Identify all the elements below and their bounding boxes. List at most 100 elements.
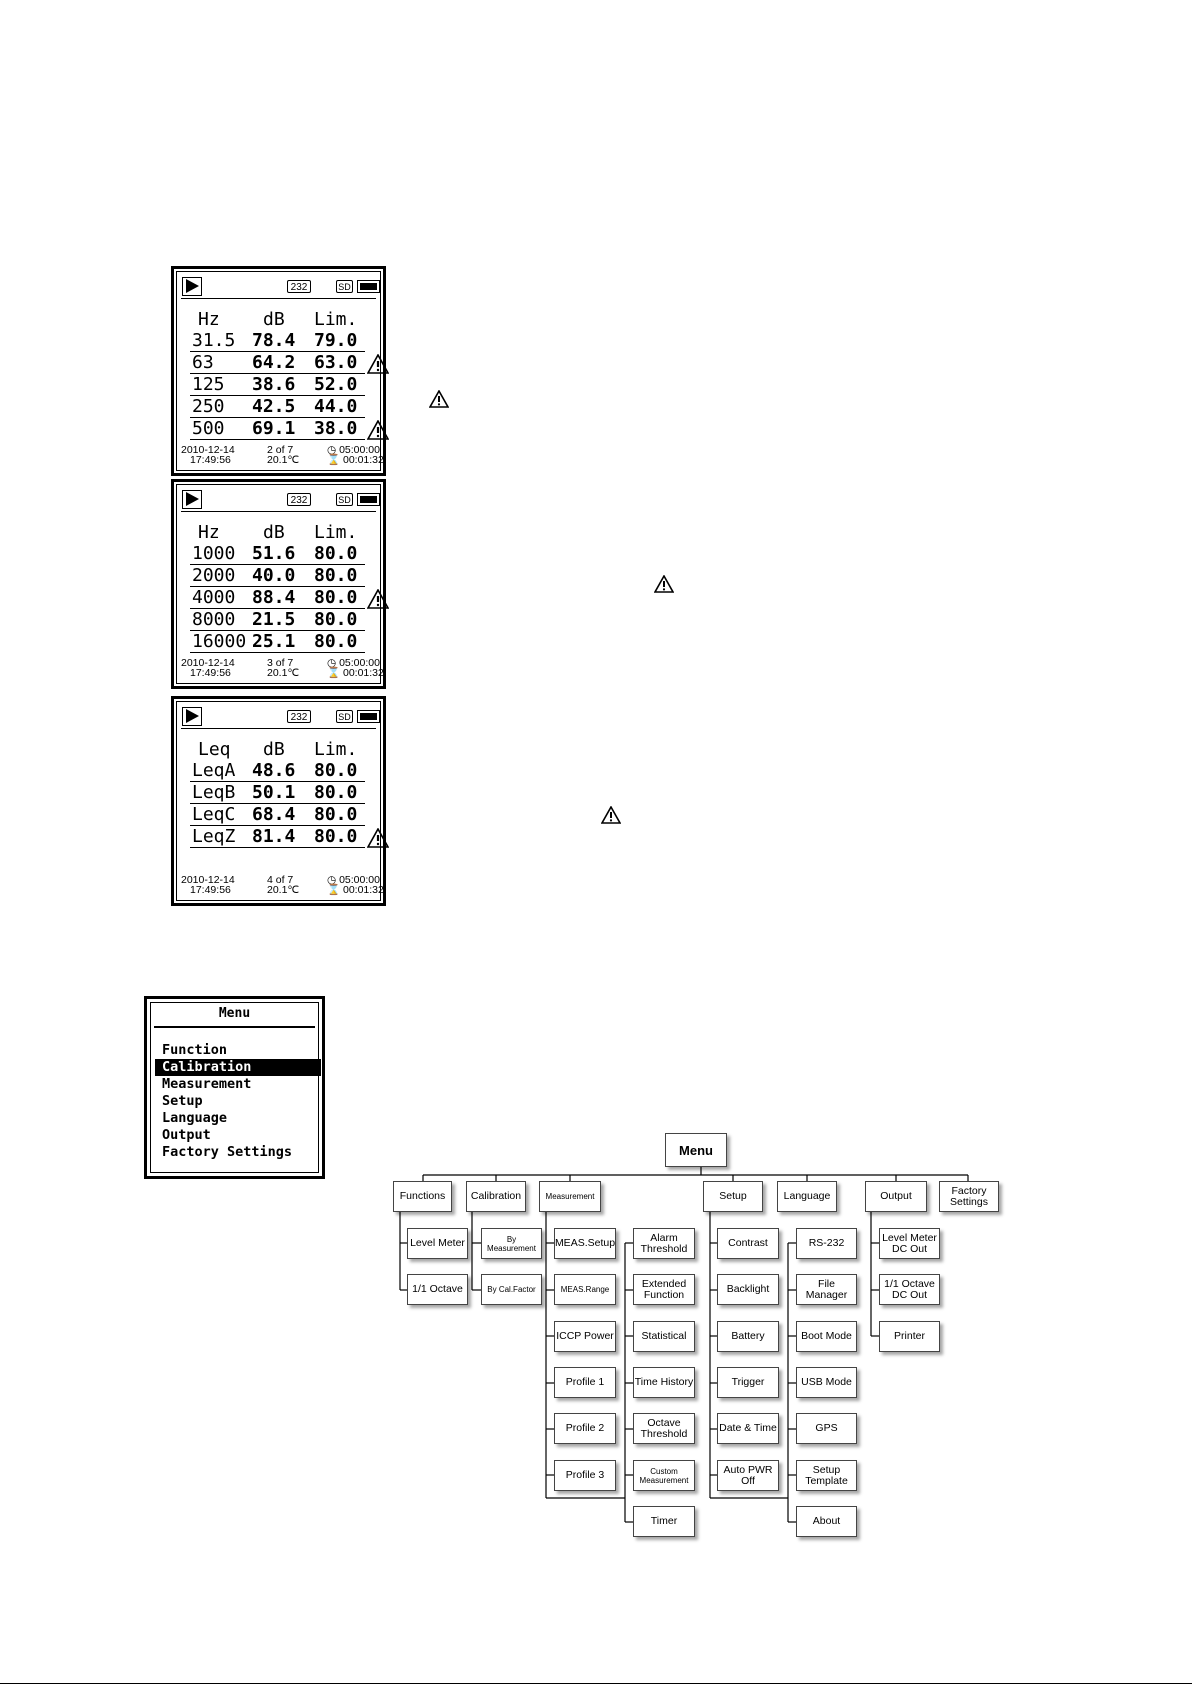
row-limit-value: 80.0 — [314, 782, 358, 803]
tree-node-by-cal-factor: By Cal.Factor — [481, 1274, 542, 1305]
row-limit-value: 80.0 — [314, 565, 358, 586]
tree-node-setup: Setup — [703, 1181, 763, 1212]
footer-temperature: 20.1℃ — [267, 667, 300, 679]
tree-node-rs232: RS-232 — [796, 1228, 857, 1259]
footer-temperature: 20.1℃ — [267, 884, 300, 896]
rs232-icon: 232 — [287, 710, 311, 723]
tree-node-setup-template: Setup Template — [796, 1460, 857, 1491]
footer-measure-duration: ◷ 05:00:00 — [327, 657, 380, 669]
row-limit-value: 80.0 — [314, 543, 358, 564]
row-label: LeqA — [192, 760, 236, 781]
row-db-value: 51.6 — [252, 543, 296, 564]
tree-node-usb-mode: USB Mode — [796, 1367, 857, 1398]
footer-page-indicator: 2 of 7 — [267, 444, 294, 456]
row-db-value: 78.4 — [252, 330, 296, 351]
table-row: 125 38.6 52.0 — [190, 374, 365, 396]
footer-page-indicator: 3 of 7 — [267, 657, 294, 669]
row-db-value: 38.6 — [252, 374, 296, 395]
status-divider — [181, 298, 376, 299]
menu-item-calibration[interactable]: Calibration — [155, 1059, 321, 1076]
tree-node-file-manager: File Manager — [796, 1274, 857, 1305]
row-db-value: 21.5 — [252, 609, 296, 630]
header-col-1: Hz — [198, 522, 220, 543]
menu-item-output[interactable]: Output — [162, 1127, 211, 1143]
header-col-2: dB — [263, 522, 285, 543]
row-db-value: 69.1 — [252, 418, 296, 439]
warning-icon — [367, 828, 389, 848]
menu-item-setup[interactable]: Setup — [162, 1093, 203, 1109]
row-label: LeqC — [192, 804, 236, 825]
header-col-1: Hz — [198, 309, 220, 330]
row-label: 4000 — [192, 587, 236, 608]
tree-node-time-history: Time History — [633, 1367, 695, 1398]
menu-item-measurement[interactable]: Measurement — [162, 1076, 252, 1092]
footer-elapsed-time: ⌛ 00:01:32 — [327, 454, 384, 466]
header-col-2: dB — [263, 739, 285, 760]
table-row: 1000 51.6 80.0 — [190, 543, 365, 565]
header-col-1: Leq — [198, 739, 231, 760]
battery-icon — [357, 493, 380, 506]
play-icon — [182, 490, 202, 509]
footer-elapsed-time: ⌛ 00:01:32 — [327, 667, 384, 679]
row-limit-value: 52.0 — [314, 374, 358, 395]
table-row: LeqB 50.1 80.0 — [190, 782, 365, 804]
row-label: LeqZ — [192, 826, 236, 847]
row-label: 1000 — [192, 543, 236, 564]
tree-node-output: Output — [865, 1181, 927, 1212]
tree-node-octave-threshold: Octave Threshold — [633, 1413, 695, 1444]
tree-node-trigger: Trigger — [717, 1367, 779, 1398]
header-col-2: dB — [263, 309, 285, 330]
tree-node-iccp-power: ICCP Power — [554, 1321, 616, 1352]
tree-node-battery: Battery — [717, 1321, 779, 1352]
tree-node-alarm-threshold: Alarm Threshold — [633, 1228, 695, 1259]
footer-date: 2010-12-14 — [181, 444, 235, 456]
tree-node-timer: Timer — [633, 1506, 695, 1537]
tree-node-octave: 1/1 Octave — [407, 1274, 468, 1305]
footer-temperature: 20.1℃ — [267, 454, 300, 466]
menu-item-language[interactable]: Language — [162, 1110, 228, 1126]
row-db-value: 40.0 — [252, 565, 296, 586]
row-label: 2000 — [192, 565, 236, 586]
tree-node-about: About — [796, 1506, 857, 1537]
row-limit-value: 44.0 — [314, 396, 358, 417]
footer-time: 17:49:56 — [190, 884, 231, 896]
row-label: LeqB — [192, 782, 236, 803]
tree-node-language: Language — [777, 1181, 837, 1212]
menu-item-function[interactable]: Function — [162, 1042, 228, 1058]
tree-node-custom-measurement: Custom Measurement — [633, 1460, 695, 1491]
header-col-3: Lim. — [314, 309, 358, 330]
warning-icon — [601, 806, 621, 824]
tree-node-auto-pwr-off: Auto PWR Off — [717, 1460, 779, 1491]
row-limit-value: 38.0 — [314, 418, 358, 439]
row-limit-value: 79.0 — [314, 330, 358, 351]
tree-node-level-meter-dc-out: Level Meter DC Out — [879, 1228, 940, 1259]
tree-node-statistical: Statistical — [633, 1321, 695, 1352]
tree-node-gps: GPS — [796, 1413, 857, 1444]
footer-page-indicator: 4 of 7 — [267, 874, 294, 886]
row-db-value: 50.1 — [252, 782, 296, 803]
battery-icon — [357, 710, 380, 723]
menu-title: Menu — [218, 1006, 251, 1021]
row-limit-value: 80.0 — [314, 609, 358, 630]
menu-item-factory-settings[interactable]: Factory Settings — [162, 1144, 293, 1160]
tree-node-backlight: Backlight — [717, 1274, 779, 1305]
sd-card-icon: SD — [336, 493, 353, 506]
footer-time: 17:49:56 — [190, 667, 231, 679]
tree-node-octave-dc-out: 1/1 Octave DC Out — [879, 1274, 940, 1305]
row-db-value: 25.1 — [252, 631, 296, 652]
status-divider — [181, 728, 376, 729]
row-label: 125 — [192, 374, 225, 395]
row-limit-value: 80.0 — [314, 826, 358, 847]
